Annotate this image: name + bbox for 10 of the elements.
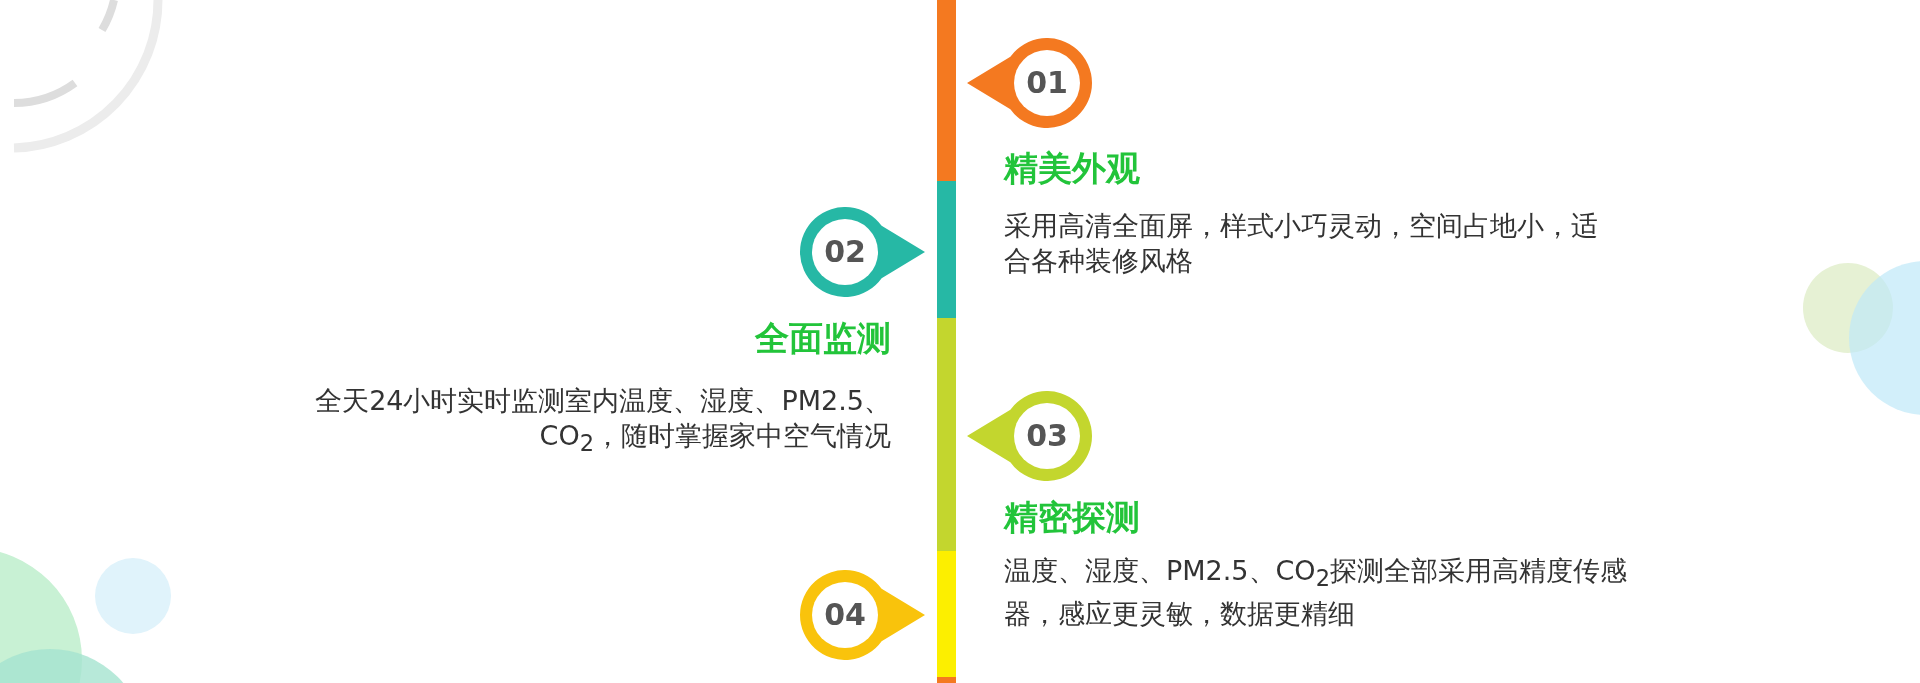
step-number: 04 bbox=[823, 600, 867, 630]
feature-title: 全面监测 bbox=[755, 318, 891, 358]
feature-description: 温度、湿度、PM2.5、CO$_{2}$探测全部采用高精度传感器，感应更灵敏，数据更精细 bbox=[1004, 554, 1628, 632]
feature-description: 全天24小时实时监测室内温度、湿度、PM2.5、CO$_{2}$，随时掌握家中空气情况 bbox=[314, 384, 891, 459]
step-number: 01 bbox=[1025, 68, 1069, 98]
feature-title: 精密探测 bbox=[1004, 497, 1140, 537]
feature-title: 精美外观 bbox=[1004, 148, 1140, 188]
feature-description: 采用高清全面屏，样式小巧灵动，空间占地小，适合各种装修风格 bbox=[1004, 209, 1599, 278]
step-number: 02 bbox=[823, 237, 867, 267]
step-number: 03 bbox=[1025, 421, 1069, 451]
